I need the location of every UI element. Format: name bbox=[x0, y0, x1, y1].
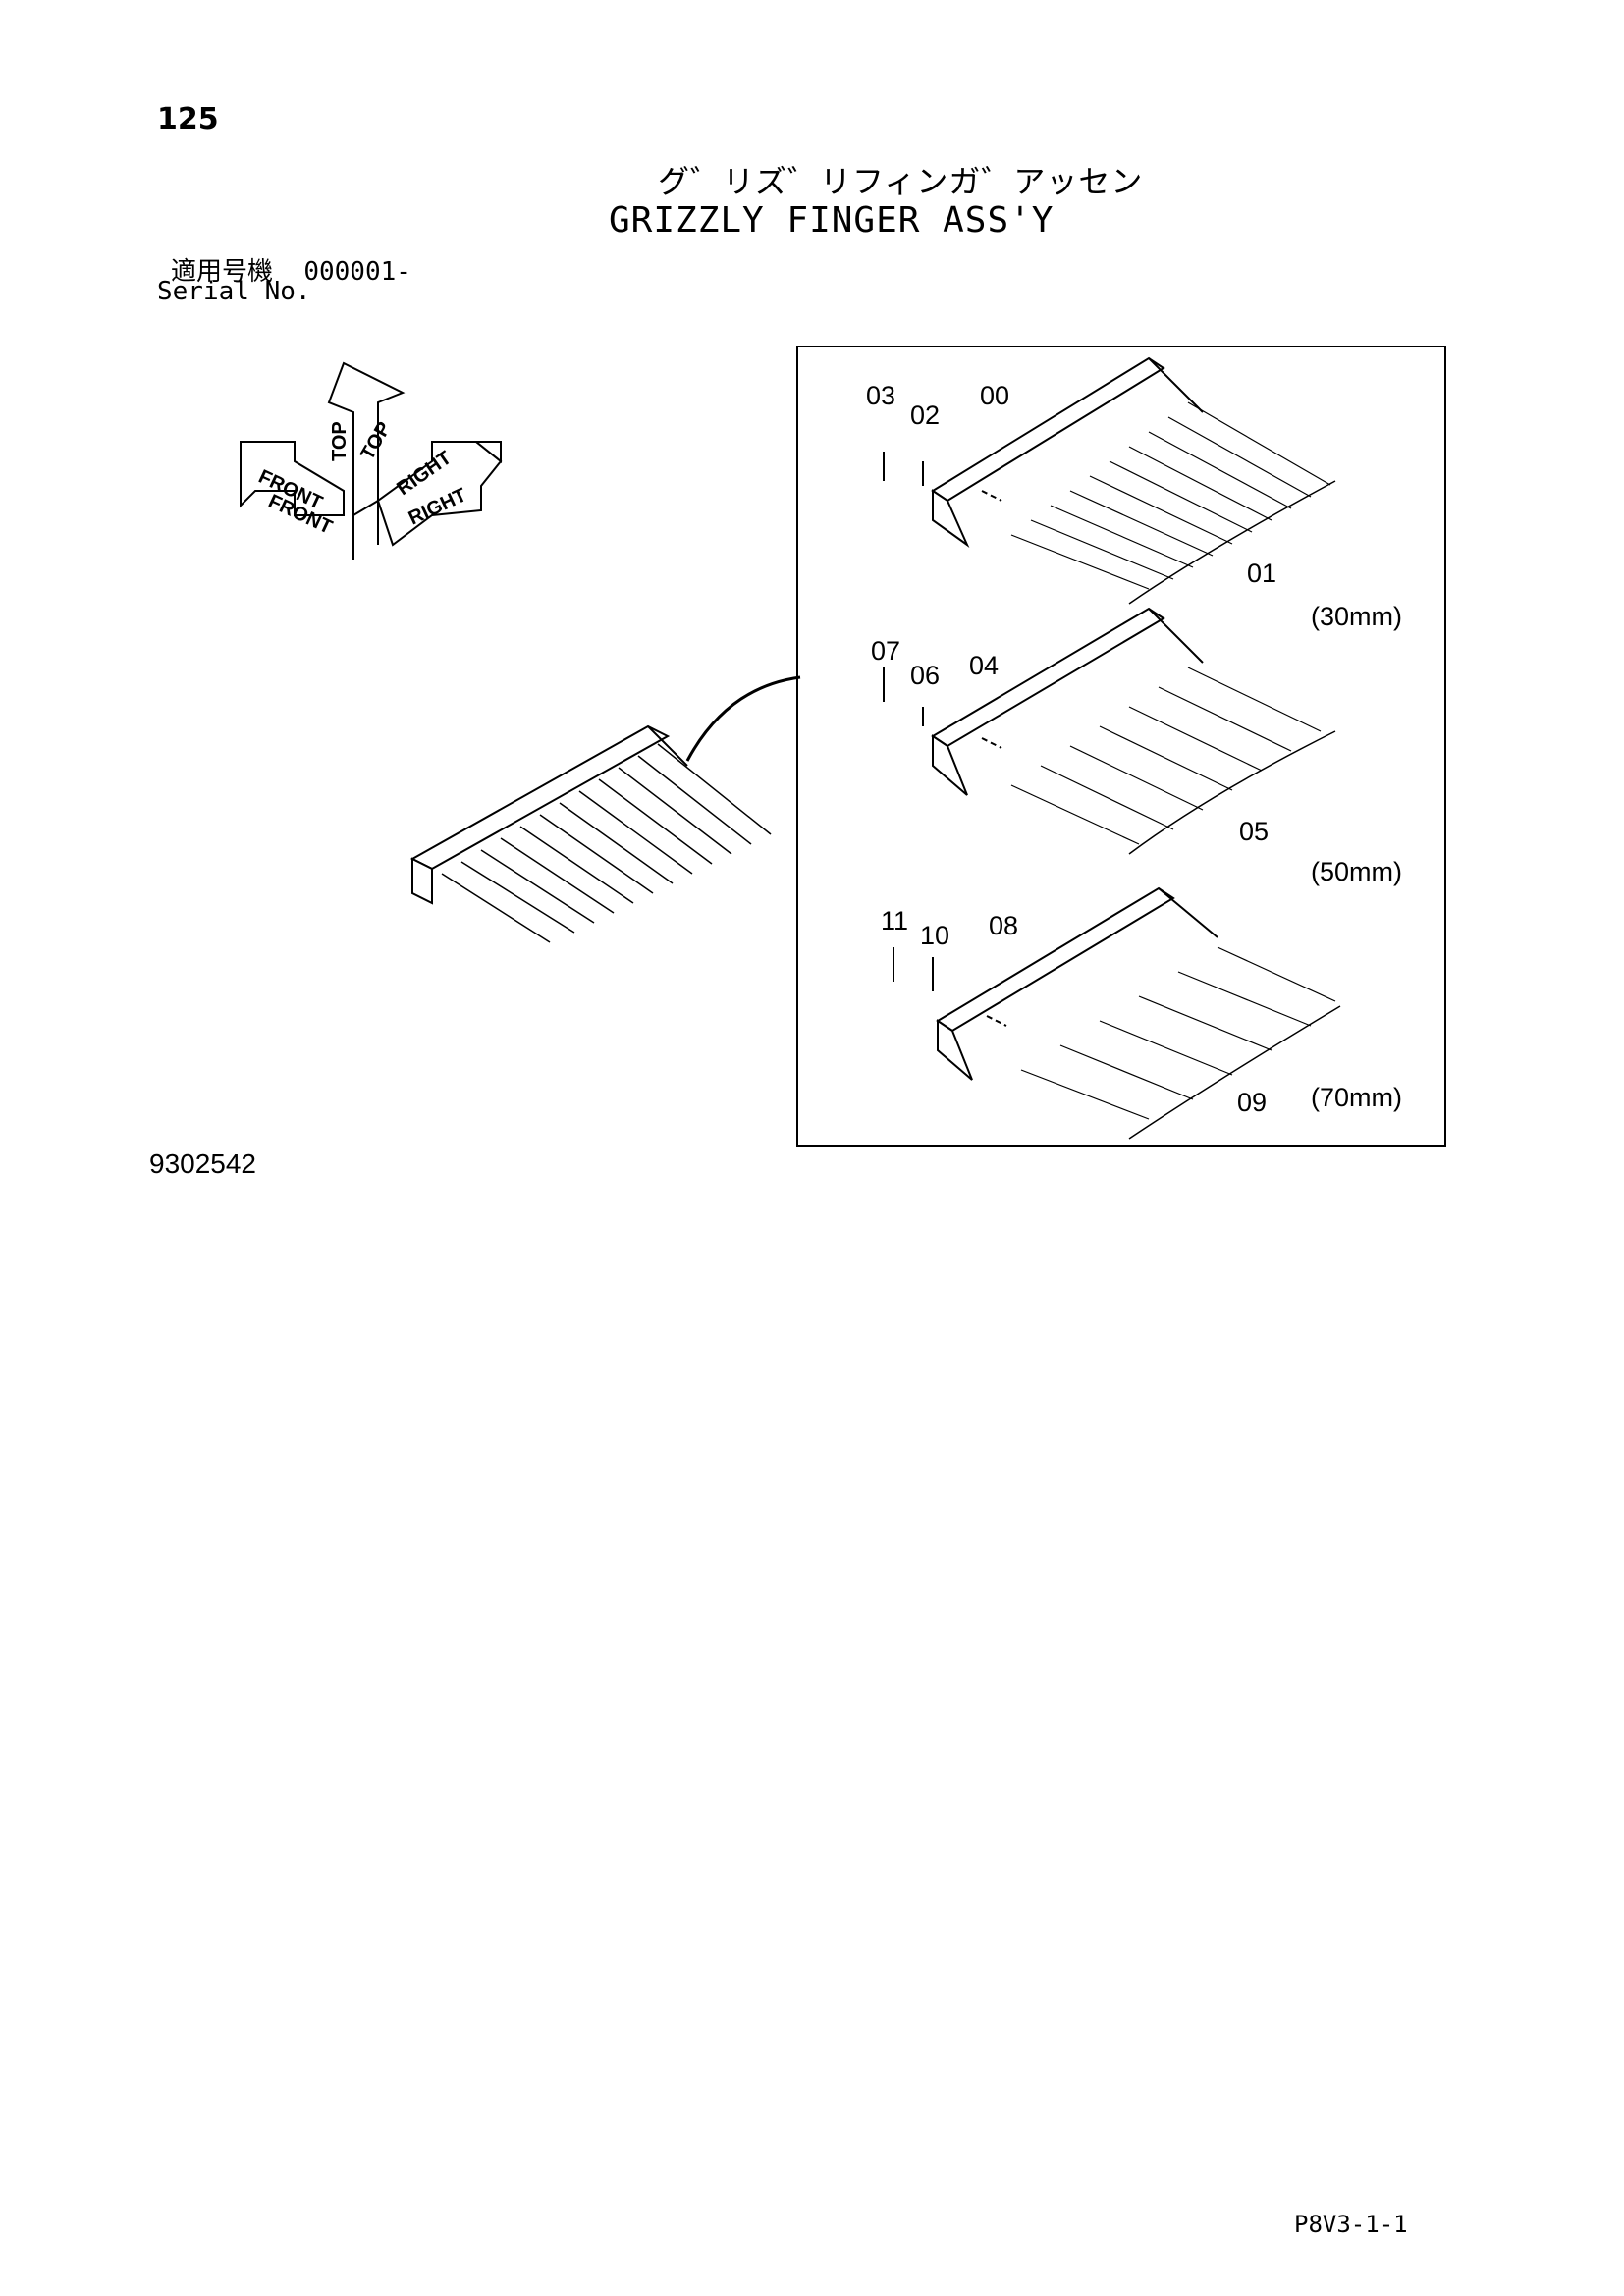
size-label-50mm: (50mm) bbox=[1311, 857, 1402, 886]
part-callout-09: 09 bbox=[1237, 1088, 1267, 1117]
serial-label-english: Serial No. bbox=[157, 277, 311, 306]
page-code: P8V3-1-1 bbox=[1294, 2211, 1408, 2238]
top-label-1: TOP bbox=[329, 421, 351, 461]
part-callout-01: 01 bbox=[1247, 559, 1276, 588]
part-callout-08: 08 bbox=[989, 911, 1018, 940]
serial-line-japanese: 適用号機 000001- bbox=[171, 251, 411, 288]
part-callout-06: 06 bbox=[910, 661, 940, 690]
size-label-70mm: (70mm) bbox=[1311, 1083, 1402, 1112]
part-callout-02: 02 bbox=[910, 400, 940, 430]
part-callout-11: 11 bbox=[881, 906, 908, 935]
part-callout-10: 10 bbox=[920, 921, 949, 950]
main-grizzly-assembly bbox=[409, 675, 801, 943]
drawing-number: 9302542 bbox=[149, 1148, 257, 1179]
variant-30mm-drawing bbox=[883, 356, 1336, 605]
variant-70mm-drawing bbox=[893, 886, 1341, 1140]
front-arrow-icon bbox=[240, 441, 345, 516]
part-callout-00: 00 bbox=[980, 381, 1009, 410]
serial-label-japanese: 適用号機 bbox=[171, 257, 274, 287]
title-english: GRIZZLY FINGER ASS'Y bbox=[609, 200, 1055, 240]
part-callout-03: 03 bbox=[866, 381, 895, 410]
size-label-30mm: (30mm) bbox=[1311, 602, 1402, 631]
part-callout-05: 05 bbox=[1239, 817, 1269, 846]
part-callout-07: 07 bbox=[871, 636, 900, 666]
serial-range: 000001- bbox=[303, 257, 411, 287]
part-callout-04: 04 bbox=[969, 651, 999, 680]
detail-frame bbox=[796, 346, 1446, 1147]
variant-50mm-drawing bbox=[883, 607, 1336, 855]
direction-indicator bbox=[240, 361, 503, 560]
title-japanese: グ゛リズ゛リフィンガ゛アッセン bbox=[658, 163, 1144, 200]
page-number: 125 bbox=[157, 102, 219, 136]
right-arrow-icon bbox=[376, 441, 503, 547]
right-arrow-shadow bbox=[473, 441, 502, 464]
